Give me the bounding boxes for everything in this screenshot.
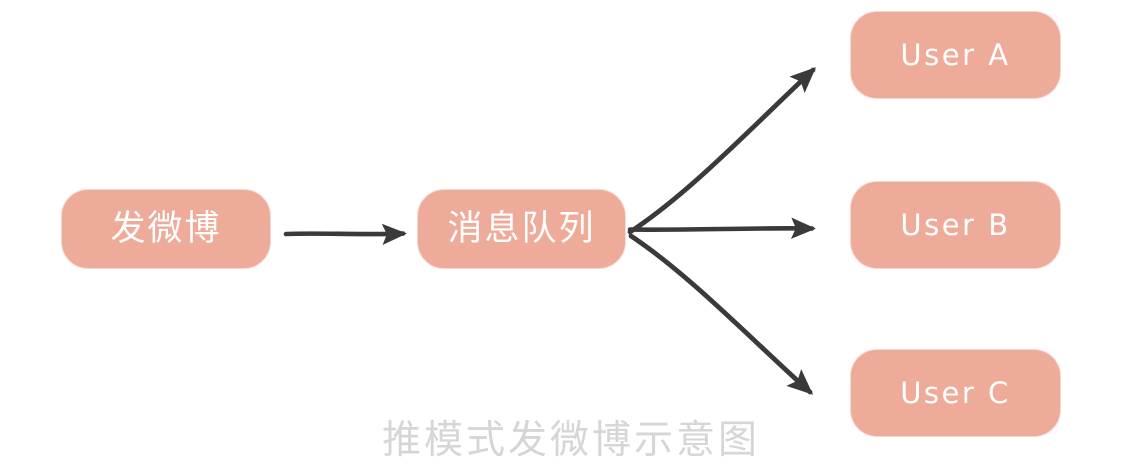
edge-queue-to-user-c (628, 233, 814, 395)
node-user-a[interactable]: User A (851, 12, 1060, 98)
node-user-c[interactable]: User C (851, 350, 1060, 436)
edge-queue-to-user-a (627, 67, 817, 235)
node-user-b-label: User B (900, 207, 1011, 242)
node-message-queue-label: 消息队列 (447, 208, 596, 249)
node-post-weibo[interactable]: 发微博 (62, 190, 270, 268)
node-user-a-label: User A (900, 37, 1011, 72)
edge-post-to-queue (283, 223, 407, 246)
diagram-caption: 推模式发微博示意图 (381, 418, 760, 463)
node-user-b[interactable]: User B (851, 182, 1060, 268)
node-user-c-label: User C (900, 375, 1011, 410)
node-message-queue[interactable]: 消息队列 (418, 190, 625, 268)
node-post-weibo-label: 发微博 (110, 208, 222, 249)
edge-queue-to-user-b (627, 217, 816, 239)
